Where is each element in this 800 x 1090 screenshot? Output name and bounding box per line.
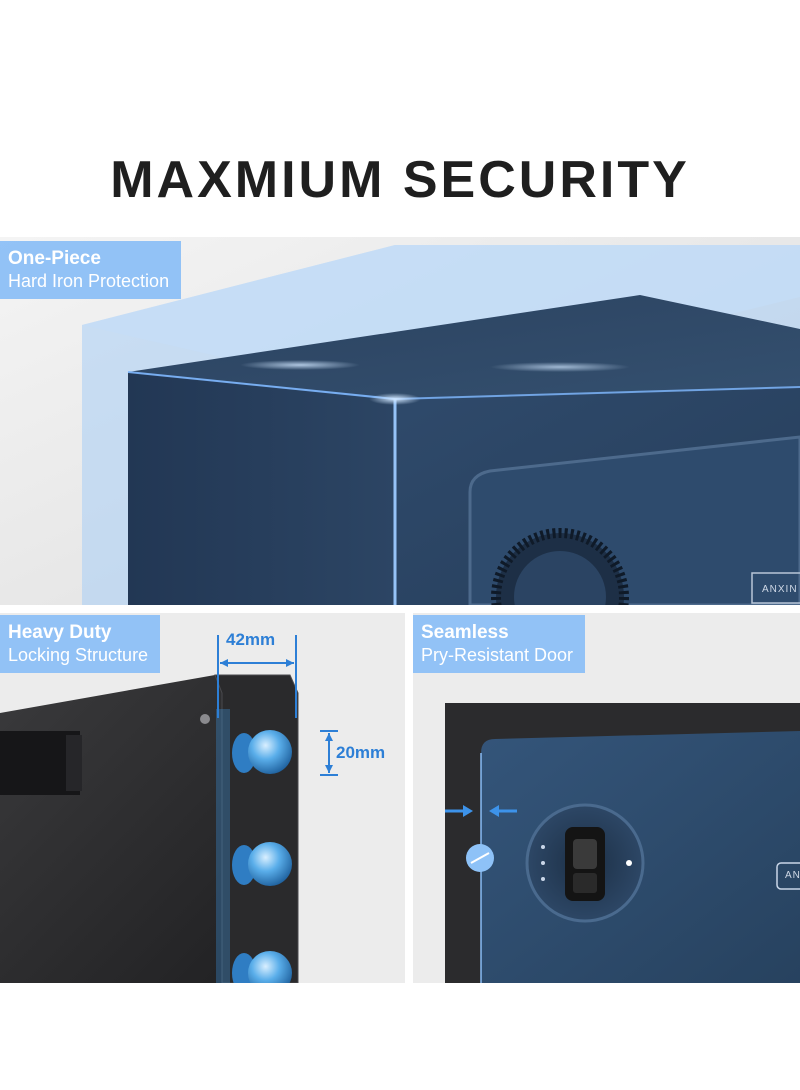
heavy-duty-panel: 42mm 20mm Heavy Duty Locking Structure bbox=[0, 613, 405, 983]
bolt-width-dimension: 42mm bbox=[226, 630, 276, 649]
feature-subtitle: Locking Structure bbox=[8, 644, 149, 665]
locking-bolts-illustration bbox=[0, 635, 338, 983]
feature-subtitle: Hard Iron Protection bbox=[8, 270, 170, 291]
seamless-door-illustration bbox=[445, 703, 800, 983]
feature-title: One-Piece bbox=[8, 248, 101, 269]
feature-title: Heavy Duty bbox=[8, 622, 112, 643]
feature-seamless: Seamless Pry-Resistant Door bbox=[413, 615, 586, 674]
brand-plate-top: ANXIN bbox=[762, 584, 798, 595]
feature-one-piece: One-Piece Hard Iron Protection bbox=[0, 241, 182, 300]
seamless-panel: AN Seamless Pry-Resistant Door bbox=[413, 613, 800, 983]
brand-plate-right: AN bbox=[785, 870, 800, 881]
feature-heavy-duty: Heavy Duty Locking Structure bbox=[0, 615, 161, 674]
page-title: MAXMIUM SECURITY bbox=[110, 151, 690, 209]
feature-title: Seamless bbox=[421, 622, 509, 643]
one-piece-panel: ANXIN One-Piece Hard Iron Protection bbox=[0, 237, 800, 605]
bolt-diameter-dimension: 20mm bbox=[336, 743, 386, 762]
safe-body-illustration bbox=[0, 237, 800, 605]
feature-subtitle: Pry-Resistant Door bbox=[421, 644, 574, 665]
